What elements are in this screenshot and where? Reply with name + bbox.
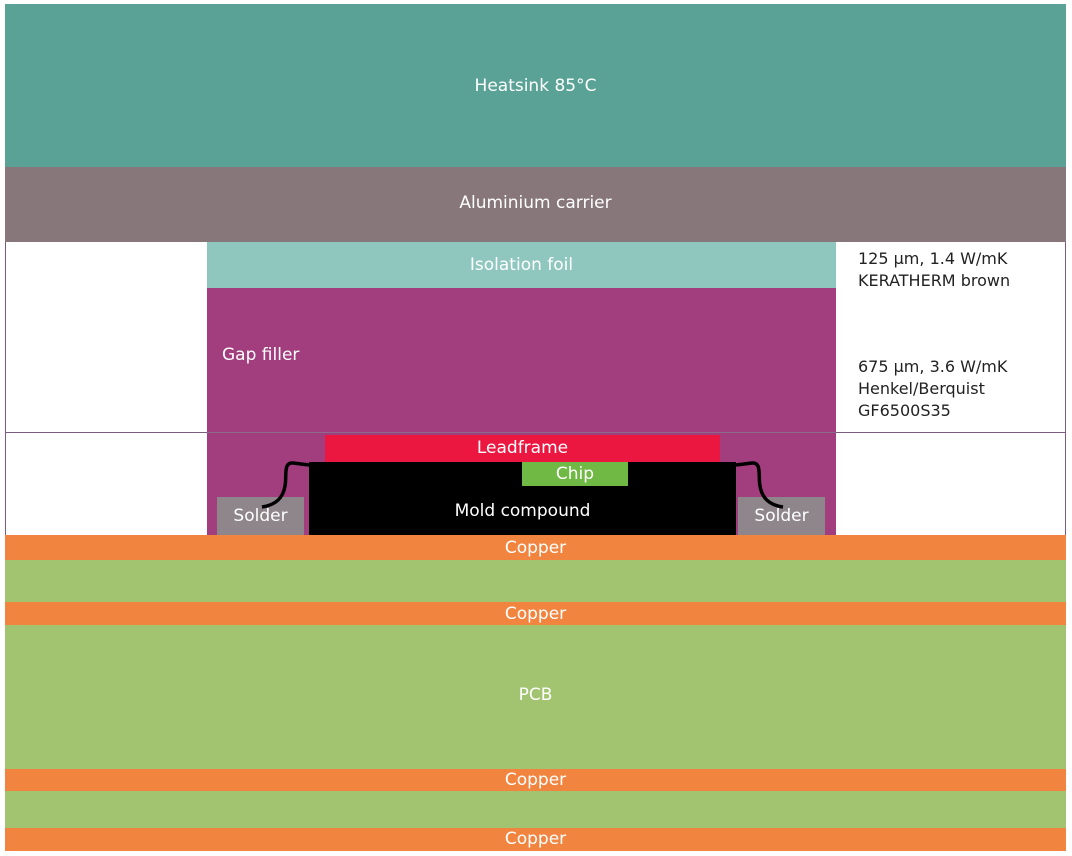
gap-spec-line-3: GF6500S35 [858, 401, 951, 420]
lead-wire-right [735, 461, 784, 509]
heatsink-layer: Heatsink 85°C [5, 4, 1066, 167]
pcb-sublayer-2 [5, 791, 1066, 828]
gap-spec-line-2: Henkel/Berquist [858, 379, 985, 398]
heatsink-label: Heatsink 85°C [474, 76, 597, 96]
aluminium-carrier-label: Aluminium carrier [459, 193, 612, 213]
copper-2-label: Copper [504, 604, 567, 624]
lead-wire-left [261, 461, 310, 509]
frame-left-line [5, 242, 6, 535]
chip-label: Chip [555, 464, 595, 484]
chip-layer: Chip [522, 462, 628, 486]
frame-right-line [1065, 242, 1066, 535]
mold-compound-label: Mold compound [454, 501, 591, 521]
copper-3-label: Copper [504, 770, 567, 790]
solder-left-label: Solder [233, 506, 288, 526]
pcb-sublayer-1 [5, 560, 1066, 602]
solder-left-pad: Solder [217, 497, 304, 535]
copper-layer-1: Copper [5, 535, 1066, 560]
isolation-foil-layer: Isolation foil [207, 242, 836, 288]
leadframe-layer: Leadframe [325, 435, 720, 462]
pcb-label: PCB [518, 685, 553, 705]
copper-layer-2: Copper [5, 602, 1066, 625]
pcb-core-layer: PCB [5, 625, 1066, 769]
mold-compound-layer: Mold compound [309, 462, 736, 535]
gap-filler-spec: 675 µm, 3.6 W/mK Henkel/Berquist GF6500S… [858, 356, 1007, 422]
copper-4-label: Copper [504, 829, 567, 849]
copper-layer-3: Copper [5, 769, 1066, 791]
isolation-spec-line-2: KERATHERM brown [858, 271, 1011, 290]
solder-right-pad: Solder [738, 497, 825, 535]
copper-1-label: Copper [504, 538, 567, 558]
gap-spec-line-1: 675 µm, 3.6 W/mK [858, 357, 1008, 376]
leadframe-label: Leadframe [476, 438, 569, 458]
copper-layer-4: Copper [5, 828, 1066, 851]
gap-filler-label: Gap filler [222, 345, 300, 365]
isolation-foil-label: Isolation foil [469, 255, 574, 275]
gap-filler-divider [207, 432, 836, 433]
aluminium-carrier-layer: Aluminium carrier [5, 167, 1066, 242]
isolation-spec-line-1: 125 µm, 1.4 W/mK [858, 249, 1008, 268]
isolation-foil-spec: 125 µm, 1.4 W/mK KERATHERM brown [858, 248, 1010, 292]
solder-right-label: Solder [754, 506, 809, 526]
